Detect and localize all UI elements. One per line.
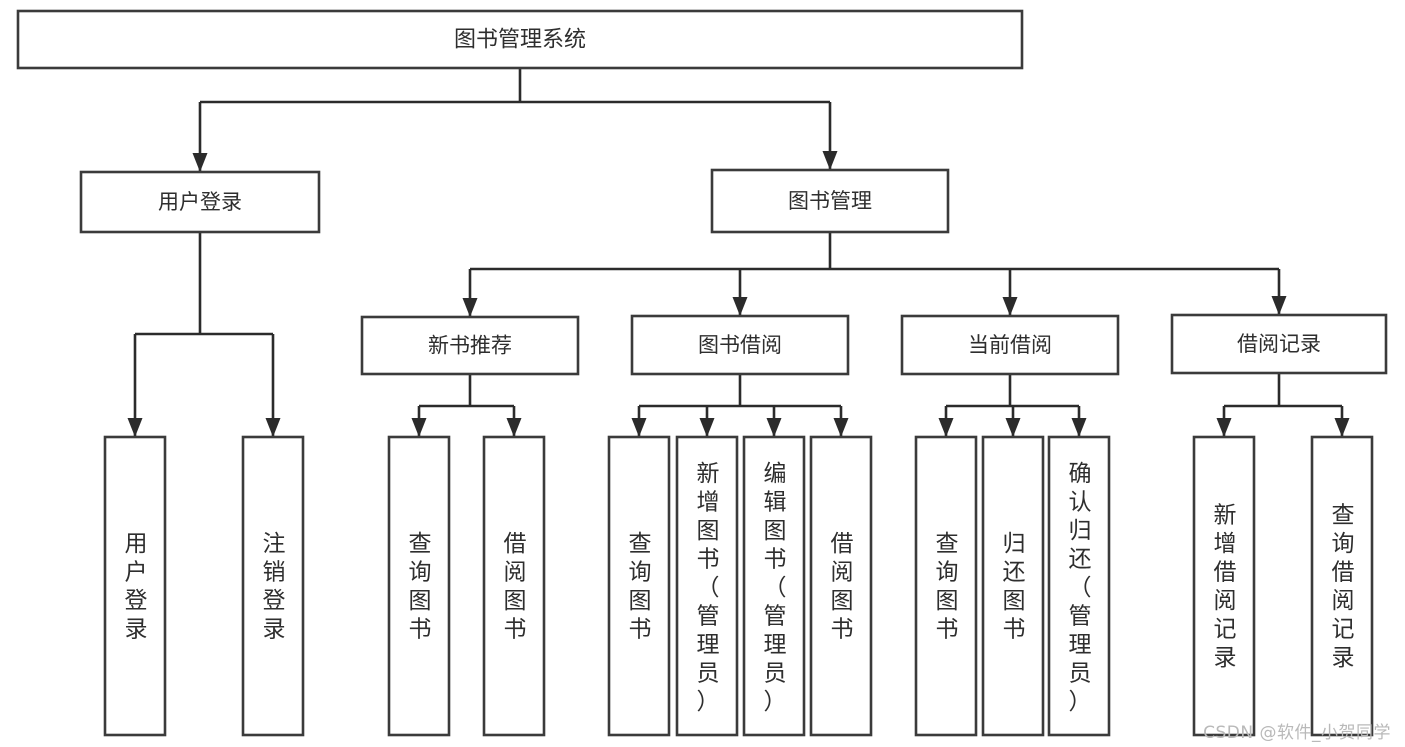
node-leaf-user-login[interactable]: 用户登录 bbox=[103, 435, 167, 737]
node-root[interactable]: 图书管理系统 bbox=[16, 9, 1024, 70]
node-leaf-add-record[interactable]: 新增借阅记录 bbox=[1192, 435, 1256, 737]
edges-layer bbox=[127, 68, 1350, 437]
node-book-manage[interactable]: 图书管理 bbox=[710, 168, 950, 234]
node-label-leaf-return-book: 归还图书 bbox=[1003, 531, 1026, 643]
node-box-leaf-query-book-3[interactable] bbox=[914, 435, 978, 737]
node-box-leaf-add-book[interactable] bbox=[675, 435, 739, 737]
node-label-user-login: 用户登录 bbox=[158, 190, 242, 214]
node-leaf-query-record[interactable]: 查询借阅记录 bbox=[1310, 435, 1374, 737]
node-box-leaf-query-record[interactable] bbox=[1310, 435, 1374, 737]
node-borrow-record[interactable]: 借阅记录 bbox=[1170, 313, 1388, 375]
node-label-book-manage: 图书管理 bbox=[788, 189, 872, 213]
node-box-book-borrow[interactable] bbox=[630, 314, 850, 376]
node-label-leaf-borrow-book-2: 借阅图书 bbox=[831, 531, 854, 643]
edge-group-new-book-rec bbox=[411, 374, 522, 437]
node-user-login[interactable]: 用户登录 bbox=[79, 170, 321, 234]
node-leaf-edit-book[interactable]: 编辑图书（管理员） bbox=[742, 435, 806, 737]
node-box-leaf-query-book-2[interactable] bbox=[607, 435, 671, 737]
edge-group-user-login bbox=[127, 232, 281, 437]
node-box-leaf-add-record[interactable] bbox=[1192, 435, 1256, 737]
nodes-layer: 图书管理系统用户登录图书管理新书推荐图书借阅当前借阅借阅记录用户登录注销登录查询… bbox=[16, 9, 1388, 737]
node-box-leaf-user-login[interactable] bbox=[103, 435, 167, 737]
node-label-book-borrow: 图书借阅 bbox=[698, 333, 782, 357]
node-box-leaf-edit-book[interactable] bbox=[742, 435, 806, 737]
node-book-borrow[interactable]: 图书借阅 bbox=[630, 314, 850, 376]
node-box-current-borrow[interactable] bbox=[900, 314, 1120, 376]
node-leaf-user-logout[interactable]: 注销登录 bbox=[241, 435, 305, 737]
node-box-leaf-borrow-book-2[interactable] bbox=[809, 435, 873, 737]
node-label-leaf-user-logout: 注销登录 bbox=[263, 531, 286, 643]
node-label-borrow-record: 借阅记录 bbox=[1237, 332, 1321, 356]
edge-group-current-borrow bbox=[938, 374, 1087, 437]
node-leaf-query-book-3[interactable]: 查询图书 bbox=[914, 435, 978, 737]
node-label-leaf-add-record: 新增借阅记录 bbox=[1214, 503, 1237, 672]
node-label-leaf-edit-book: 编辑图书（管理员） bbox=[764, 461, 787, 715]
node-current-borrow[interactable]: 当前借阅 bbox=[900, 314, 1120, 376]
node-leaf-query-book-1[interactable]: 查询图书 bbox=[387, 435, 451, 737]
node-label-leaf-query-book-3: 查询图书 bbox=[936, 531, 959, 643]
node-box-leaf-user-logout[interactable] bbox=[241, 435, 305, 737]
watermark-text: CSDN @软件_小贺同学 bbox=[1203, 723, 1391, 743]
node-leaf-return-book[interactable]: 归还图书 bbox=[981, 435, 1045, 737]
node-leaf-borrow-book-2[interactable]: 借阅图书 bbox=[809, 435, 873, 737]
node-box-leaf-query-book-1[interactable] bbox=[387, 435, 451, 737]
node-box-leaf-return-book[interactable] bbox=[981, 435, 1045, 737]
node-box-leaf-borrow-book-1[interactable] bbox=[482, 435, 546, 737]
node-label-leaf-query-book-2: 查询图书 bbox=[629, 531, 652, 643]
node-box-leaf-confirm-return[interactable] bbox=[1047, 435, 1111, 737]
node-box-user-login[interactable] bbox=[79, 170, 321, 234]
node-leaf-add-book[interactable]: 新增图书（管理员） bbox=[675, 435, 739, 737]
node-label-leaf-add-book: 新增图书（管理员） bbox=[697, 461, 720, 715]
edge-group-book-borrow bbox=[631, 374, 849, 437]
node-label-new-book-rec: 新书推荐 bbox=[428, 334, 512, 358]
node-leaf-query-book-2[interactable]: 查询图书 bbox=[607, 435, 671, 737]
node-box-book-manage[interactable] bbox=[710, 168, 950, 234]
node-box-root[interactable] bbox=[16, 9, 1024, 70]
node-box-borrow-record[interactable] bbox=[1170, 313, 1388, 375]
node-label-current-borrow: 当前借阅 bbox=[968, 333, 1052, 357]
node-leaf-borrow-book-1[interactable]: 借阅图书 bbox=[482, 435, 546, 737]
node-label-root: 图书管理系统 bbox=[454, 28, 586, 53]
node-box-new-book-rec[interactable] bbox=[360, 315, 580, 376]
node-leaf-confirm-return[interactable]: 确认归还（管理员） bbox=[1047, 435, 1111, 737]
node-label-leaf-query-record: 查询借阅记录 bbox=[1332, 503, 1355, 672]
edge-group-borrow-record bbox=[1216, 373, 1350, 437]
node-label-leaf-confirm-return: 确认归还（管理员） bbox=[1069, 461, 1092, 715]
node-new-book-rec[interactable]: 新书推荐 bbox=[360, 315, 580, 376]
node-label-leaf-user-login: 用户登录 bbox=[125, 531, 148, 643]
edge-group-book-manage bbox=[462, 232, 1287, 317]
edge-group-root bbox=[192, 68, 838, 172]
node-label-leaf-borrow-book-1: 借阅图书 bbox=[504, 531, 527, 643]
node-label-leaf-query-book-1: 查询图书 bbox=[409, 531, 432, 643]
